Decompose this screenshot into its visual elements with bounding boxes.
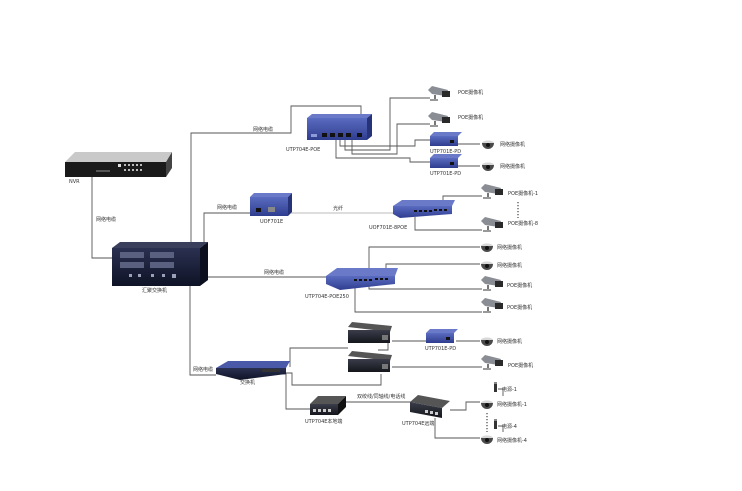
wire-sw-inj2 xyxy=(282,372,382,386)
wire-poe-pd1 xyxy=(339,139,432,147)
camera-label: 网络摄像机 xyxy=(497,263,523,269)
link-label-agg-uof: 网络电缆 xyxy=(217,205,238,211)
camera-label: POE摄像机 xyxy=(507,305,533,311)
camera-label: POE摄像机-1 xyxy=(508,191,539,197)
wire-nvr-agg xyxy=(91,176,115,259)
bullet-camera-icon[interactable] xyxy=(481,276,503,291)
utp704e-remote-label: UTP704E远端 xyxy=(402,421,435,427)
camera-label: 网络摄像机-4 xyxy=(497,438,527,444)
utp704e-remote-device[interactable] xyxy=(410,395,450,418)
wire-8poe-cam8 xyxy=(414,217,482,231)
wire-inj1-loop xyxy=(378,343,389,351)
utp701e-pd-label-1: UTP701E-PD xyxy=(430,149,462,155)
utp701e-pd-device-2[interactable] xyxy=(430,154,462,168)
utp701e-pd-label-2: UTP701E-PD xyxy=(430,171,462,177)
wire-poe-cam2 xyxy=(351,123,430,155)
wires xyxy=(91,97,504,439)
utp704e-local-label: UTP704E本地端 xyxy=(305,419,343,425)
utp704e-poe250-label: UTP704E-POE250 xyxy=(305,294,349,300)
uof701e-8poe-device[interactable] xyxy=(393,200,455,218)
dome-camera-icon[interactable] xyxy=(481,261,493,271)
uof701e-device[interactable] xyxy=(250,193,292,216)
wire-poe250-4 xyxy=(354,283,482,313)
wire-agg-switch xyxy=(189,285,216,376)
poe-injector-device-2[interactable] xyxy=(348,351,392,372)
bullet-camera-icon[interactable] xyxy=(428,112,450,127)
bullet-camera-icon[interactable] xyxy=(481,184,503,199)
dome-camera-icon[interactable] xyxy=(481,337,493,347)
wire-agg-uof xyxy=(203,212,250,278)
wire-sw-local xyxy=(282,373,310,410)
camera-label: 网络摄像机-1 xyxy=(497,402,527,408)
link-label-agg-poe: 网络电缆 xyxy=(253,127,274,133)
camera-label: POE摄像机 xyxy=(508,363,534,369)
link-label-local-remote: 双绞线/同轴线/电话线 xyxy=(357,394,406,400)
utp701e-pd-device-1[interactable] xyxy=(430,132,462,146)
wire-remote-cam4 xyxy=(434,418,480,439)
switch-label: 交换机 xyxy=(240,380,256,386)
power-adapter-icon xyxy=(494,382,497,392)
switch-device[interactable] xyxy=(216,361,290,380)
camera-label: 网络摄像机 xyxy=(500,164,526,170)
wire-agg-poe xyxy=(190,105,362,248)
link-label-fiber: 光纤 xyxy=(333,206,344,212)
aggregation-switch-device[interactable] xyxy=(112,242,208,286)
wire-poe-cam1 xyxy=(344,97,430,151)
utp701e-pd-label-3: UTP701E-PD xyxy=(425,346,457,352)
nvr-device[interactable] xyxy=(65,152,172,177)
camera-label: POE摄像机-8 xyxy=(508,221,539,227)
link-label-agg-switch: 网络电缆 xyxy=(193,367,214,373)
dome-camera-icon[interactable] xyxy=(481,435,493,445)
bullet-camera-icon[interactable] xyxy=(481,217,503,232)
uof701e-8poe-label: UOF701E-8POE xyxy=(369,225,408,231)
utp704e-poe-label: UTP704E-POE xyxy=(286,147,321,153)
wire-poe250-2 xyxy=(385,263,480,270)
utp704e-poe-device[interactable] xyxy=(307,114,372,140)
wire-remote-cam1 xyxy=(450,401,480,411)
wire-power4 xyxy=(498,425,504,432)
power-label: 电源-1 xyxy=(502,387,517,393)
uof701e-label: UOF701E xyxy=(260,219,284,225)
camera-label: 网络摄像机 xyxy=(497,339,523,345)
link-label-nvr-agg: 网络电缆 xyxy=(96,217,117,223)
camera-label: 网络摄像机 xyxy=(500,142,526,148)
bullet-camera-icon[interactable] xyxy=(428,86,450,101)
aggregation-switch-label: 汇聚交换机 xyxy=(142,288,168,294)
power-label: 电源-4 xyxy=(502,424,517,430)
dome-camera-icon[interactable] xyxy=(482,140,494,150)
dome-camera-icon[interactable] xyxy=(481,400,493,410)
wire-sw-inj1 xyxy=(289,347,348,367)
bullet-camera-icon[interactable] xyxy=(481,298,503,313)
utp704e-local-device[interactable] xyxy=(310,396,346,415)
bullet-camera-icon[interactable] xyxy=(481,355,503,370)
nvr-label: NVR xyxy=(69,179,80,185)
utp701e-pd-device-3[interactable] xyxy=(426,329,458,343)
poe-injector-device-1[interactable] xyxy=(348,322,392,343)
dome-camera-icon[interactable] xyxy=(482,162,494,172)
camera-label: POE摄像机 xyxy=(507,283,533,289)
wire-poe-pd2 xyxy=(335,140,432,163)
wire-power1 xyxy=(498,388,504,396)
link-label-agg-poe250: 网络电缆 xyxy=(264,270,285,276)
camera-label: POE摄像机 xyxy=(458,115,484,121)
camera-label: POE摄像机 xyxy=(458,90,484,96)
utp704e-poe250-device[interactable] xyxy=(326,268,398,290)
power-adapter-icon xyxy=(494,419,497,429)
wire-poe250-1 xyxy=(368,246,480,270)
camera-label: 网络摄像机 xyxy=(497,245,523,251)
dome-camera-icon[interactable] xyxy=(481,243,493,253)
